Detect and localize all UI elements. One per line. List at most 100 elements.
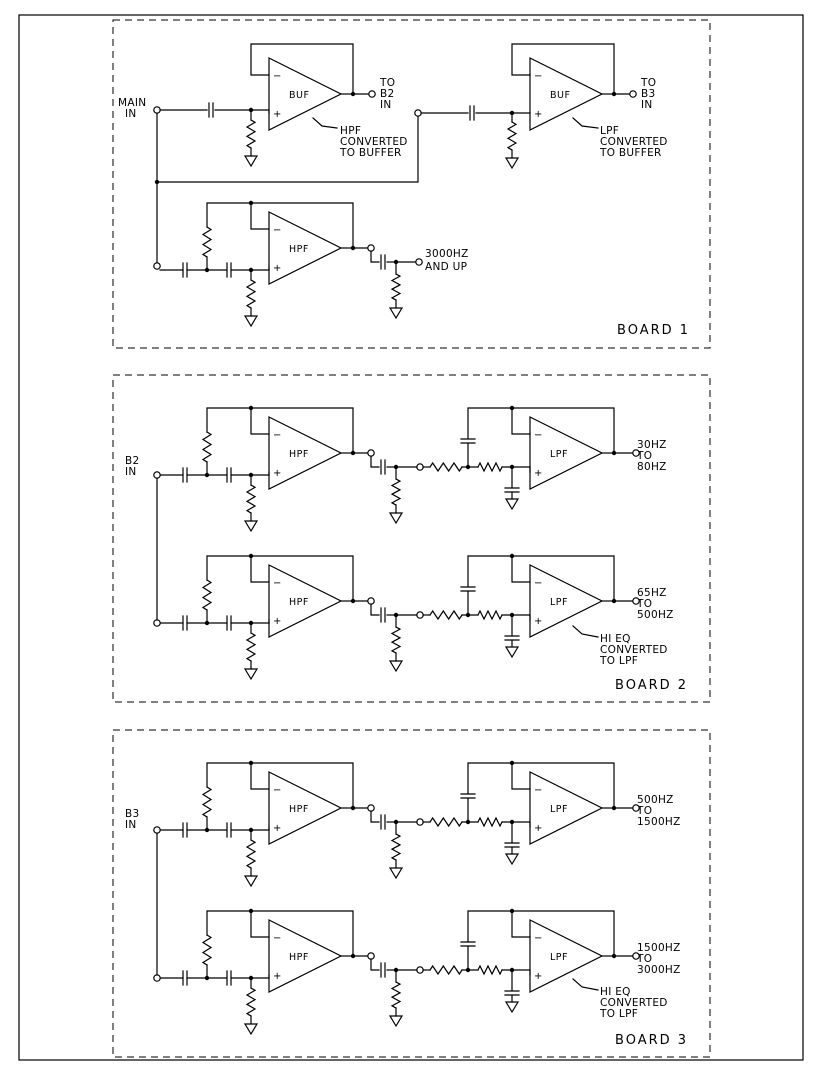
node-terminal bbox=[367, 597, 375, 605]
board-2-input-label: B2 IN bbox=[125, 455, 139, 478]
wire bbox=[206, 202, 252, 228]
board-2-label: BOARD 2 bbox=[615, 678, 688, 693]
junction-dot bbox=[509, 553, 515, 559]
wire bbox=[501, 614, 531, 621]
opamp-label: BUF bbox=[550, 90, 570, 101]
board-input-terminal bbox=[153, 471, 161, 479]
ground-icon bbox=[504, 498, 520, 511]
board-3-note-arrow bbox=[572, 978, 599, 991]
resistor-symbol bbox=[429, 816, 463, 828]
capacitor-symbol bbox=[504, 842, 520, 848]
svg-text:IN: IN bbox=[380, 99, 392, 111]
opamp-label: HPF bbox=[289, 952, 309, 963]
capacitor-symbol bbox=[460, 586, 476, 592]
inverting-input-sign: − bbox=[273, 225, 281, 236]
resistor-symbol bbox=[245, 839, 257, 869]
board-3-label: BOARD 3 bbox=[615, 1033, 688, 1048]
opamp-triangle bbox=[268, 919, 343, 993]
board-3-top-output-label: 500HZ TO 1500HZ bbox=[636, 794, 680, 828]
ground-icon bbox=[243, 1023, 259, 1036]
svg-text:MAIN: MAIN bbox=[118, 97, 146, 109]
noninverting-input-sign: + bbox=[273, 616, 281, 627]
junction-dot bbox=[509, 760, 515, 766]
wire bbox=[370, 958, 380, 971]
noninverting-input-sign: + bbox=[534, 616, 542, 627]
output-terminal bbox=[632, 804, 640, 812]
wire bbox=[511, 43, 615, 95]
wire bbox=[206, 555, 252, 581]
opamp-label: HPF bbox=[289, 597, 309, 608]
junction-dot bbox=[509, 908, 515, 914]
ground-icon bbox=[388, 307, 404, 320]
opamp-triangle bbox=[268, 57, 343, 131]
opamp-label: LPF bbox=[550, 597, 568, 608]
opamp-label: LPF bbox=[550, 804, 568, 815]
wire bbox=[206, 910, 252, 936]
resistor-symbol bbox=[201, 226, 213, 258]
ground-icon bbox=[243, 875, 259, 888]
junction-dot bbox=[248, 200, 254, 206]
svg-text:TO: TO bbox=[636, 598, 652, 610]
svg-text:TO: TO bbox=[640, 77, 656, 89]
noninverting-input-sign: + bbox=[534, 468, 542, 479]
noninverting-input-sign: + bbox=[273, 263, 281, 274]
resistor-symbol bbox=[201, 786, 213, 818]
svg-text:CONVERTED: CONVERTED bbox=[600, 136, 668, 148]
opamp-triangle bbox=[529, 771, 604, 845]
capacitor-symbol bbox=[504, 487, 520, 493]
svg-text:IN: IN bbox=[125, 819, 137, 831]
capacitor-symbol bbox=[380, 459, 386, 475]
capacitor-symbol bbox=[460, 941, 476, 947]
junction-dot bbox=[248, 760, 254, 766]
node-terminal bbox=[416, 611, 424, 619]
buffer-2-output-label: TO B3 IN bbox=[640, 77, 656, 111]
wire bbox=[501, 969, 531, 976]
ground-icon bbox=[243, 155, 259, 168]
board-3-note: HI EQ CONVERTED TO LPF bbox=[599, 986, 667, 1020]
svg-text:CONVERTED: CONVERTED bbox=[340, 136, 408, 148]
wire bbox=[250, 43, 354, 95]
svg-text:B2: B2 bbox=[380, 88, 394, 100]
svg-text:500HZ: 500HZ bbox=[637, 794, 674, 806]
inverting-input-sign: − bbox=[534, 71, 542, 82]
board-2-note: HI EQ CONVERTED TO LPF bbox=[599, 633, 667, 667]
board-input-terminal bbox=[153, 974, 161, 982]
resistor-symbol bbox=[390, 626, 402, 654]
noninverting-input-sign: + bbox=[273, 971, 281, 982]
wire bbox=[370, 455, 380, 468]
wire bbox=[370, 603, 380, 616]
resistor-symbol bbox=[477, 609, 503, 621]
opamp-label: HPF bbox=[289, 449, 309, 460]
board-3-box bbox=[112, 729, 711, 1058]
buffer-1-note-arrow bbox=[312, 117, 338, 129]
wire bbox=[467, 762, 513, 794]
buffer-2-output-terminal bbox=[629, 90, 637, 98]
svg-text:TO: TO bbox=[636, 805, 652, 817]
svg-text:AND UP: AND UP bbox=[425, 261, 467, 273]
wire bbox=[370, 810, 380, 823]
opamp-label: LPF bbox=[550, 952, 568, 963]
resistor-symbol bbox=[429, 461, 463, 473]
svg-text:TO: TO bbox=[379, 77, 395, 89]
node-terminal bbox=[367, 449, 375, 457]
ground-icon bbox=[504, 853, 520, 866]
output-terminal bbox=[632, 449, 640, 457]
node-terminal bbox=[416, 818, 424, 826]
outer-frame bbox=[18, 14, 804, 1061]
board-1-box bbox=[112, 19, 711, 349]
node-terminal bbox=[416, 463, 424, 471]
svg-text:1500HZ: 1500HZ bbox=[637, 942, 681, 954]
board-3-bottom-output-label: 1500HZ TO 3000HZ bbox=[636, 942, 681, 976]
resistor-symbol bbox=[245, 987, 257, 1017]
svg-text:IN: IN bbox=[125, 466, 137, 478]
ground-icon bbox=[243, 315, 259, 328]
buffer-2-note-arrow bbox=[572, 117, 599, 129]
board-2-box bbox=[112, 374, 711, 703]
buffer-1-note: HPF CONVERTED TO BUFFER bbox=[339, 125, 408, 159]
resistor-symbol bbox=[390, 833, 402, 861]
wire bbox=[467, 555, 513, 587]
board-1-hpf-input-terminal bbox=[153, 262, 161, 270]
resistor-symbol bbox=[477, 461, 503, 473]
svg-text:500HZ: 500HZ bbox=[637, 609, 674, 621]
